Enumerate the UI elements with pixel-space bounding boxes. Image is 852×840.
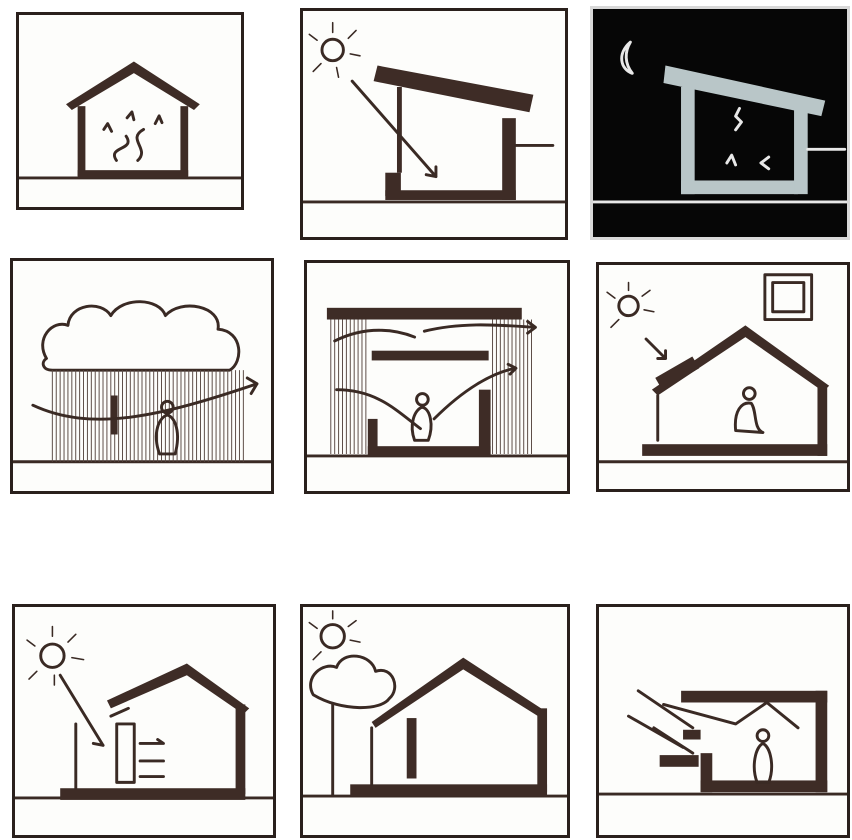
panel-sun-thermal-wall (12, 604, 276, 838)
tree-shading-house-icon (303, 607, 567, 835)
sun-direct-gain-icon (303, 11, 565, 237)
moon-night-heat-release-icon (593, 9, 847, 237)
double-roof-ventilation-icon (307, 263, 567, 491)
solar-water-heater-icon (599, 265, 847, 489)
panel-tree-canopy-breeze (10, 258, 274, 494)
panel-light-shelf-daylight (596, 604, 850, 838)
panel-solar-water-heater (596, 262, 850, 492)
panel-night-heat-release (590, 6, 850, 240)
panel-house-heat-rising (16, 12, 244, 210)
light-shelf-daylight-icon (599, 607, 847, 835)
tree-canopy-shade-breeze-icon (13, 261, 271, 491)
panel-sun-direct-gain (300, 8, 568, 240)
panel-double-roof-ventilation (304, 260, 570, 494)
sun-thermal-wall-icon (15, 607, 273, 835)
house-heat-rising-icon (19, 15, 241, 207)
panel-tree-shading-house (300, 604, 570, 838)
